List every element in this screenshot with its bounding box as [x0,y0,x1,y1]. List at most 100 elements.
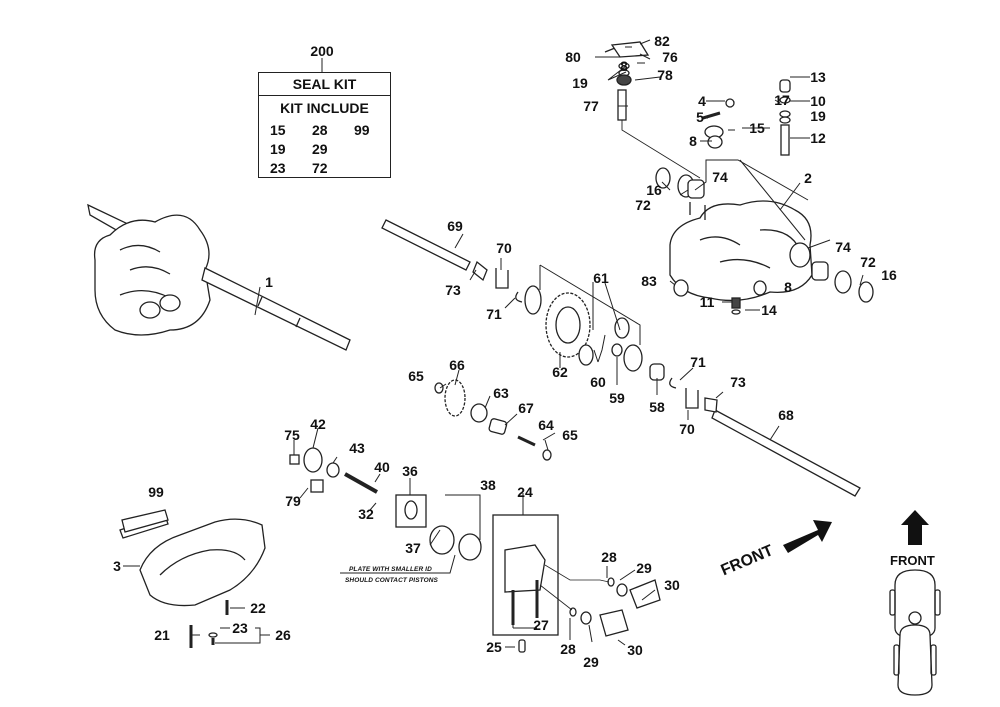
callout-26[interactable]: 26 [275,627,291,643]
callout-60[interactable]: 60 [590,374,606,390]
upper-housing-drawing [669,200,813,302]
callout-75[interactable]: 75 [284,427,300,443]
callout-8-78[interactable]: 8 [620,58,628,74]
callout-1[interactable]: 1 [265,274,273,290]
callout-29-lower[interactable]: 29 [583,654,599,670]
callout-63[interactable]: 63 [493,385,509,401]
callout-79[interactable]: 79 [285,493,301,509]
mower-topview-drawing [889,569,941,696]
callout-58[interactable]: 58 [649,399,665,415]
callout-16-left[interactable]: 16 [646,182,662,198]
callout-71-right[interactable]: 71 [690,354,706,370]
callout-36[interactable]: 36 [402,463,418,479]
lower-housing-drawing [119,514,266,607]
callout-78[interactable]: 78 [657,67,673,83]
kit-part: 19 [270,141,286,157]
kit-part [354,141,396,157]
kit-part: 15 [270,122,286,138]
callout-83[interactable]: 83 [641,273,657,289]
callout-65-right[interactable]: 65 [562,427,578,443]
kit-part: 28 [312,122,328,138]
kit-part: 72 [312,160,328,176]
kit-part: 23 [270,160,286,176]
seal-kit-callout: 200 [310,43,334,59]
callout-38[interactable]: 38 [480,477,496,493]
callout-73-right[interactable]: 73 [730,374,746,390]
callout-23[interactable]: 23 [232,620,248,636]
callout-73-left[interactable]: 73 [445,282,461,298]
callout-15[interactable]: 15 [749,120,765,136]
kit-part: 99 [354,122,370,138]
callout-64[interactable]: 64 [538,417,554,433]
callout-19-left[interactable]: 19 [572,75,588,91]
callout-24[interactable]: 24 [517,484,533,500]
callout-72-left[interactable]: 72 [635,197,651,213]
callout-40[interactable]: 40 [374,459,390,475]
callout-72-right[interactable]: 72 [860,254,876,270]
callout-80[interactable]: 80 [565,49,581,65]
seal-kit-parts: 15 28 99 19 29 23 72 [259,122,390,176]
callout-68[interactable]: 68 [778,407,794,423]
callout-5[interactable]: 5 [696,109,704,125]
callout-61[interactable]: 61 [593,270,609,286]
callout-19-right[interactable]: 19 [810,108,826,124]
axle-left-drawing [381,219,471,271]
callout-69[interactable]: 69 [447,218,463,234]
seal-kit-title: SEAL KIT [259,73,390,96]
callout-65-left[interactable]: 65 [408,368,424,384]
callout-74-left[interactable]: 74 [712,169,728,185]
callout-8[interactable]: 8 [784,279,792,295]
front-arrow-vertical [901,510,929,545]
callout-28-upper[interactable]: 28 [601,549,617,565]
callout-30-upper[interactable]: 30 [664,577,680,593]
block-drawing [395,494,427,528]
transaxle-assembly-drawing [87,203,351,351]
callout-70-right[interactable]: 70 [679,421,695,437]
callout-14[interactable]: 14 [761,302,777,318]
callout-27[interactable]: 27 [533,617,549,633]
callout-82[interactable]: 82 [654,33,670,49]
front-label-vertical: FRONT [890,553,935,568]
callout-77[interactable]: 77 [583,98,599,114]
callout-8-top[interactable]: 8 [689,133,697,149]
callout-62[interactable]: 62 [552,364,568,380]
callout-3[interactable]: 3 [113,558,121,574]
callout-21[interactable]: 21 [154,627,170,643]
kit-part: 29 [312,141,328,157]
callout-30-lower[interactable]: 30 [627,642,643,658]
callout-16-right[interactable]: 16 [881,267,897,283]
callout-4[interactable]: 4 [698,93,706,109]
note-line-2: SHOULD CONTACT PISTONS [345,577,438,584]
callout-42[interactable]: 42 [310,416,326,432]
callout-25[interactable]: 25 [486,639,502,655]
bevel-gear-drawing [524,285,542,315]
seal-kit-subtitle: KIT INCLUDE [280,100,369,116]
callout-10[interactable]: 10 [810,93,826,109]
callout-59[interactable]: 59 [609,390,625,406]
callout-29-upper[interactable]: 29 [636,560,652,576]
callout-28-lower[interactable]: 28 [560,641,576,657]
callout-70-left[interactable]: 70 [496,240,512,256]
callout-13[interactable]: 13 [810,69,826,85]
seal-kit-box: SEAL KIT KIT INCLUDE 15 28 99 19 29 23 7… [258,72,391,178]
ring-gear-drawing [545,292,591,358]
front-arrow-diagonal [783,520,832,553]
callout-32[interactable]: 32 [358,506,374,522]
callout-2[interactable]: 2 [804,170,812,186]
callout-22[interactable]: 22 [250,600,266,616]
axle-right-drawing [711,409,861,497]
callout-99[interactable]: 99 [148,484,164,500]
callout-74-right[interactable]: 74 [835,239,851,255]
callout-11[interactable]: 11 [699,294,715,310]
callout-67[interactable]: 67 [518,400,534,416]
callout-37[interactable]: 37 [405,540,421,556]
callout-71-left[interactable]: 71 [486,306,502,322]
callout-76[interactable]: 76 [662,49,678,65]
callout-17[interactable]: 17 [774,92,790,108]
callout-12[interactable]: 12 [810,130,826,146]
center-section-box [492,514,559,636]
note-line-1: PLATE WITH SMALLER ID [349,566,432,573]
callout-43[interactable]: 43 [349,440,365,456]
callout-66[interactable]: 66 [449,357,465,373]
